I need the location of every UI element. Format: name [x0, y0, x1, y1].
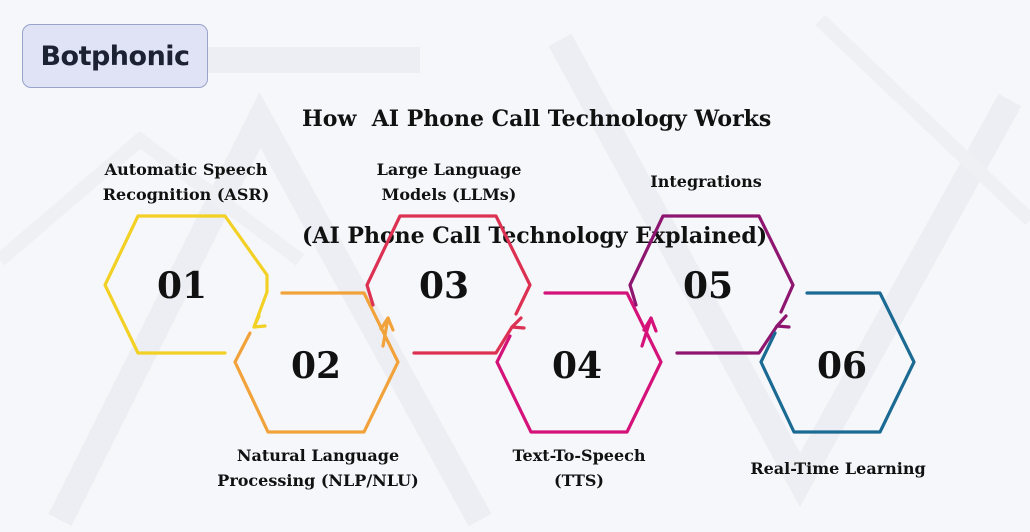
step-01-number: 01: [157, 265, 207, 307]
step-05-arrow: [775, 314, 791, 329]
title-line-2: (AI Phone Call Technology Explained): [302, 223, 768, 249]
step-01-label: Automatic Speech Recognition (ASR): [102, 160, 270, 204]
step-03-number: 03: [419, 265, 469, 307]
step-04-number: 04: [552, 345, 602, 387]
step-03-connector: [412, 325, 514, 355]
step-02-outline: [233, 291, 400, 434]
step-06-hexagon: [759, 291, 916, 434]
step-03-label: Large Language Models (LLMs): [376, 160, 522, 204]
step-02-connector: [381, 316, 390, 348]
step-01-connector: [252, 290, 269, 329]
step-04-label: Text-To-Speech (TTS): [512, 446, 646, 490]
step-02-label: Natural Language Processing (NLP/NLU): [217, 446, 419, 490]
step-03-outline: [365, 214, 532, 316]
step-05-hexagon: [628, 214, 795, 355]
brand-logo-text: Botphonic: [40, 40, 190, 72]
step-01-hexagon: [103, 214, 269, 355]
brand-logo[interactable]: Botphonic: [22, 24, 208, 88]
step-06-outline: [759, 291, 916, 434]
step-06-number: 06: [817, 345, 867, 387]
step-04-connector: [640, 316, 653, 348]
step-05-connector: [675, 324, 779, 355]
step-02-number: 02: [291, 345, 341, 387]
step-06-label: Real-Time Learning: [750, 459, 926, 478]
step-05-label: Integrations: [650, 172, 762, 191]
page-title: How AI Phone Call Technology Works (AI P…: [302, 22, 942, 295]
step-04-hexagon: [495, 291, 663, 434]
title-line-1: How AI Phone Call Technology Works: [302, 106, 772, 132]
step-03-hexagon: [365, 214, 532, 355]
step-05-number: 05: [683, 265, 733, 307]
step-01-outline: [103, 214, 269, 355]
step-04-outline: [495, 291, 663, 434]
step-05-outline: [628, 214, 795, 314]
step-02-hexagon: [233, 291, 400, 434]
step-03-arrow: [510, 316, 526, 330]
